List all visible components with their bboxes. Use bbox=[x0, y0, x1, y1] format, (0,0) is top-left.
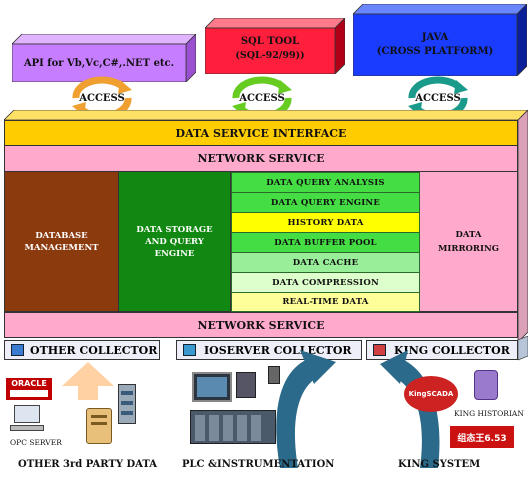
data-storage-label: DATA STORAGE AND QUERY ENGINE bbox=[136, 224, 213, 259]
king-collector-label: KING COLLECTOR bbox=[394, 343, 510, 357]
network-service-bottom-label: NETWORK SERVICE bbox=[197, 318, 325, 332]
java-box-shape bbox=[353, 4, 527, 76]
kingscada-logo: KingSCADA bbox=[404, 376, 458, 412]
other-source-arrow bbox=[62, 362, 114, 400]
data-mirroring-block: DATA MIRRORING bbox=[420, 172, 518, 312]
data-storage-block: DATA STORAGE AND QUERY ENGINE bbox=[119, 172, 231, 312]
collector-icon bbox=[373, 344, 386, 356]
kingview-logo-text: 组态王6.53 bbox=[457, 433, 507, 444]
network-service-bottom-layer: NETWORK SERVICE bbox=[4, 312, 518, 338]
network-service-top-label: NETWORK SERVICE bbox=[197, 152, 325, 165]
network-service-top-layer: NETWORK SERVICE bbox=[4, 146, 518, 172]
collector-icon bbox=[11, 344, 24, 356]
stack-layer: DATA BUFFER POOL bbox=[231, 232, 420, 253]
stack-layer-label: DATA COMPRESSION bbox=[272, 277, 379, 288]
plc-source-arrow bbox=[276, 350, 336, 468]
stack-layer: DATA CACHE bbox=[231, 252, 420, 273]
kingview-logo: 组态王6.53 bbox=[450, 426, 514, 448]
stack-layer-label: DATA QUERY ANALYSIS bbox=[266, 177, 385, 188]
sql-box-shape bbox=[205, 18, 345, 74]
plc-module-icon bbox=[236, 372, 256, 398]
storage-rack-icon bbox=[118, 384, 136, 424]
logo-stripe bbox=[10, 390, 48, 397]
platform-3d-edges bbox=[4, 110, 528, 343]
ioserver-collector: IOSERVER COLLECTOR bbox=[176, 340, 362, 360]
king-historian-icon bbox=[474, 370, 498, 400]
stack-layer-label: DATA CACHE bbox=[292, 257, 359, 268]
ioserver-collector-label: IOSERVER COLLECTOR bbox=[204, 343, 352, 357]
instrument-icon bbox=[268, 366, 280, 384]
stack-layer-label: DATA BUFFER POOL bbox=[274, 237, 377, 248]
stack-layer-label: REAL-TIME DATA bbox=[282, 297, 369, 307]
plc-instrumentation-label: PLC &INSTRUMENTATION bbox=[182, 459, 335, 470]
api-box-shape bbox=[12, 34, 196, 82]
other-3rd-party-data-label: OTHER 3rd PARTY DATA bbox=[18, 459, 157, 470]
database-management-label: DATABASE MANAGEMENT bbox=[24, 230, 99, 253]
data-mirroring-label: DATA MIRRORING bbox=[438, 229, 499, 254]
data-processing-stack: DATA QUERY ANALYSIS DATA QUERY ENGINE HIST… bbox=[231, 172, 420, 312]
stack-layer: REAL-TIME DATA bbox=[231, 292, 420, 312]
sql-client-box: SQL TOOL (SQL-92/99)) bbox=[205, 18, 345, 74]
stack-layer: HISTORY DATA bbox=[231, 212, 420, 233]
collector-icon bbox=[183, 344, 196, 356]
stack-layer-label: DATA QUERY ENGINE bbox=[270, 197, 381, 208]
oracle-logo: ORACLE bbox=[6, 378, 52, 400]
oracle-logo-text: ORACLE bbox=[11, 379, 47, 388]
database-management-block: DATABASE MANAGEMENT bbox=[4, 172, 119, 312]
access-label-java: ACCESS bbox=[415, 92, 461, 104]
collector-3d-edge bbox=[518, 336, 528, 361]
opc-server-computer-icon bbox=[10, 405, 44, 435]
hmi-panel-icon bbox=[192, 372, 232, 402]
data-service-interface-layer: DATA SERVICE INTERFACE bbox=[4, 120, 518, 146]
king-system-label: KING SYSTEM bbox=[398, 459, 481, 470]
stack-layer: DATA QUERY ANALYSIS bbox=[231, 172, 420, 193]
plc-rack-icon bbox=[190, 410, 276, 444]
opc-server-label: OPC SERVER bbox=[10, 438, 62, 447]
api-client-label: API for Vb,Vc,C#,.NET etc. bbox=[23, 57, 175, 69]
access-label-sql: ACCESS bbox=[239, 92, 285, 104]
api-client-box: API for Vb,Vc,C#,.NET etc. bbox=[12, 34, 196, 82]
java-client-subtitle: (CROSS PLATFORM) bbox=[376, 46, 494, 57]
king-historian-label: KING HISTORIAN bbox=[454, 409, 524, 418]
access-label-api: ACCESS bbox=[79, 92, 125, 104]
stack-layer: DATA COMPRESSION bbox=[231, 272, 420, 293]
stack-layer-label: HISTORY DATA bbox=[287, 217, 364, 228]
java-client-title: JAVA bbox=[421, 32, 449, 43]
stack-layer: DATA QUERY ENGINE bbox=[231, 192, 420, 213]
kingscada-logo-text: KingSCADA bbox=[408, 390, 454, 398]
other-collector-label: OTHER COLLECTOR bbox=[30, 343, 158, 357]
sql-client-subtitle: (SQL-92/99)) bbox=[235, 50, 305, 61]
data-service-interface-label: DATA SERVICE INTERFACE bbox=[175, 126, 347, 140]
other-collector: OTHER COLLECTOR bbox=[4, 340, 160, 360]
java-client-box: JAVA (CROSS PLATFORM) bbox=[353, 4, 527, 76]
sql-client-title: SQL TOOL bbox=[240, 36, 300, 47]
server-cabinet-icon bbox=[86, 408, 112, 444]
